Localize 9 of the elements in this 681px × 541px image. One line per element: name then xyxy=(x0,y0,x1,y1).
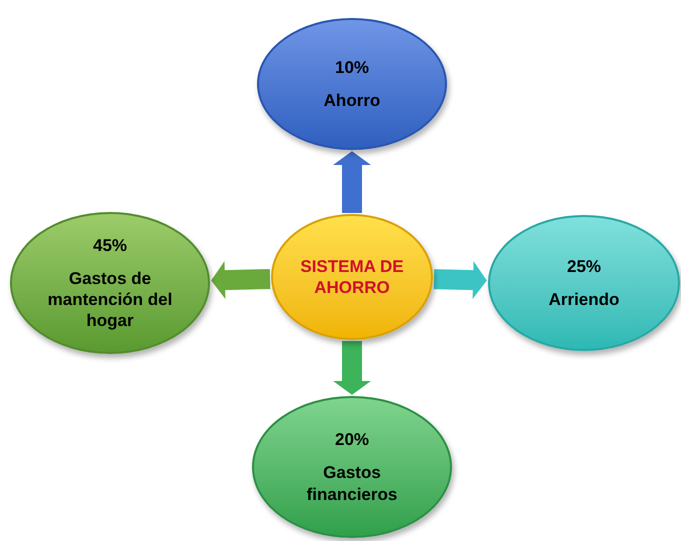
node-label: 10% xyxy=(334,56,370,78)
node-label: Gastos financieros xyxy=(306,462,398,505)
node-label: Ahorro xyxy=(324,90,380,112)
node-label: 20% xyxy=(334,429,370,450)
node-label: Arriendo xyxy=(548,289,620,310)
node-label: 25% xyxy=(566,256,602,277)
node-label: Gastos de mantención del hogar xyxy=(46,268,174,332)
node-label: SISTEMA DE AHORRO xyxy=(299,256,405,298)
node-label: 45% xyxy=(92,234,128,256)
